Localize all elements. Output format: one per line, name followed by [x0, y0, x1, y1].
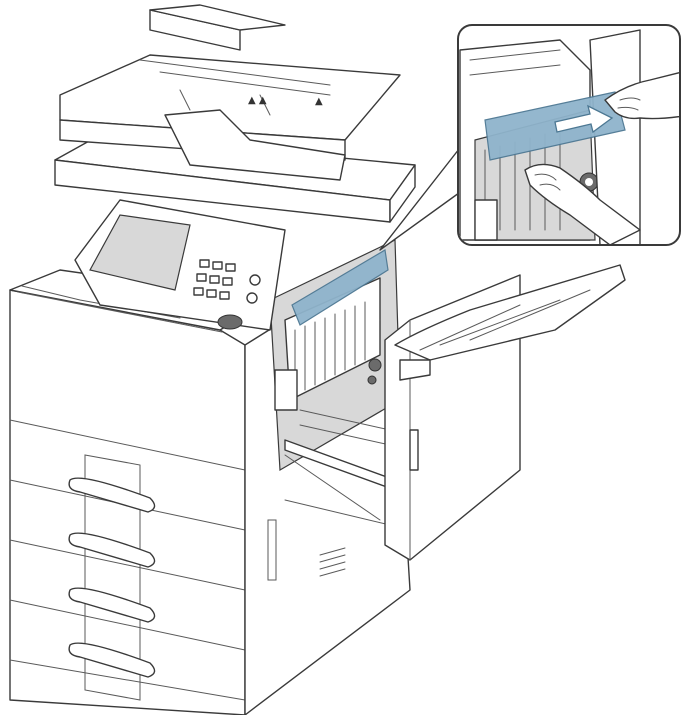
drawer-handle-4 — [68, 642, 156, 678]
jammed-paper-icon — [291, 249, 389, 326]
printer-icon: ▲ ▲ ▲ — [9, 4, 626, 715]
document-feeder — [59, 54, 401, 141]
svg-text:▲: ▲ — [315, 96, 323, 107]
drawer-handle-3 — [68, 587, 156, 623]
svg-text:▲ ▲: ▲ ▲ — [248, 95, 267, 106]
bypass-tray — [394, 264, 626, 361]
pull-arrow-icon — [554, 104, 614, 134]
paper-tray-drawers — [9, 419, 246, 701]
drawer-handle-2 — [68, 532, 156, 568]
touch-screen — [89, 214, 191, 291]
output-tray-upper — [164, 109, 346, 181]
drawer-handle-1 — [68, 477, 156, 513]
hand-icon — [524, 163, 641, 244]
hand-icon — [604, 69, 679, 120]
keypad — [193, 259, 261, 330]
zoom-inset — [457, 24, 681, 246]
fuser-unit — [274, 277, 382, 411]
